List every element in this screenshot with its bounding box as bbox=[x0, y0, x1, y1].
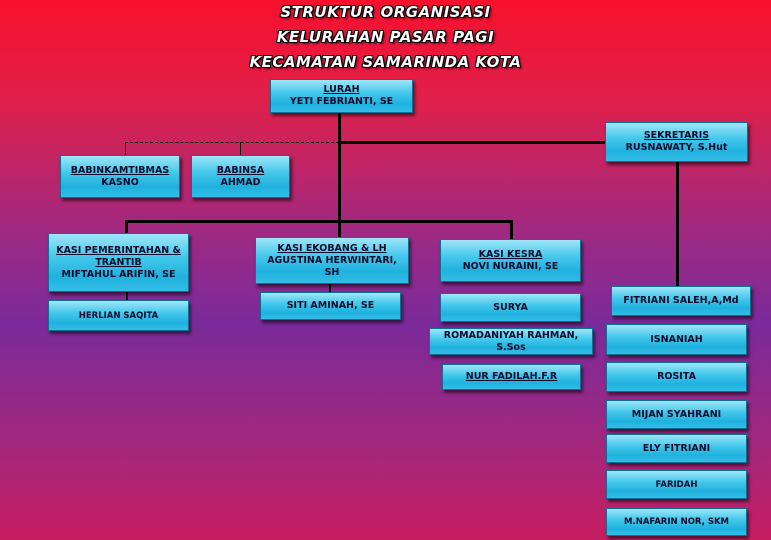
connector-sekretaris-staff bbox=[676, 160, 679, 288]
staff-box: M.NAFARIN NOR, SKM bbox=[606, 508, 747, 536]
staff-box: ROSITA bbox=[606, 362, 747, 392]
staff-box: ROMADANIYAH RAHMAN, S.Sos bbox=[429, 328, 593, 355]
staff-name: SITI AMINAH, SE bbox=[286, 300, 375, 311]
babinkamtibmas-box: BABINKAMTIBMAS KASNO bbox=[60, 155, 180, 198]
lurah-role: LURAH bbox=[323, 84, 360, 95]
kasi-kesra-name: NOVI NURAINI, SE bbox=[462, 260, 559, 272]
kasi-ekobang-box: KASI EKOBANG & LH AGUSTINA HERWINTARI, S… bbox=[255, 237, 409, 284]
staff-box: MIJAN SYAHRANI bbox=[606, 400, 747, 429]
staff-box: ELY FITRIANI bbox=[606, 434, 747, 463]
connector-babinsa bbox=[240, 142, 241, 156]
staff-name: NUR FADILAH.F.R bbox=[465, 371, 558, 382]
kasi-pemerintahan-name: MIFTAHUL ARIFIN, SE bbox=[61, 268, 176, 280]
staff-name: SURYA bbox=[493, 301, 528, 313]
kasi-pemerintahan-role-line1: KASI PEMERINTAHAN & bbox=[56, 244, 181, 256]
staff-box: FITRIANI SALEH,A,Md bbox=[611, 286, 751, 316]
connector-kasi-kesra bbox=[510, 220, 513, 240]
connector-coordination-dashed bbox=[125, 142, 339, 143]
staff-name: ROSITA bbox=[657, 371, 696, 382]
lurah-box: LURAH YETI FEBRIANTI, SE bbox=[270, 79, 413, 113]
sekretaris-box: SEKRETARIS RUSNAWATY, S.Hut bbox=[605, 122, 748, 162]
chart-title-line3: KECAMATAN SAMARINDA KOTA bbox=[249, 53, 522, 71]
staff-name: FARIDAH bbox=[655, 479, 698, 490]
staff-box: SURYA bbox=[440, 293, 581, 322]
babinsa-box: BABINSA AHMAD bbox=[191, 155, 290, 198]
lurah-name: YETI FEBRIANTI, SE bbox=[289, 96, 394, 107]
staff-box: HERLIAN SAQITA bbox=[48, 300, 189, 331]
staff-box: SITI AMINAH, SE bbox=[260, 292, 401, 320]
staff-box: FARIDAH bbox=[606, 470, 747, 499]
kasi-kesra-box: KASI KESRA NOVI NURAINI, SE bbox=[440, 239, 581, 282]
babinsa-name: AHMAD bbox=[220, 176, 261, 188]
staff-box: NUR FADILAH.F.R bbox=[442, 364, 581, 390]
staff-name: HERLIAN SAQITA bbox=[78, 310, 159, 321]
connector-babinkamtibmas bbox=[125, 142, 126, 156]
staff-name: ELY FITRIANI bbox=[642, 442, 711, 454]
kasi-kesra-role: KASI KESRA bbox=[478, 248, 543, 260]
chart-title-line1: STRUKTUR ORGANISASI bbox=[280, 3, 491, 21]
chart-title-line2: KELURAHAN PASAR PAGI bbox=[276, 28, 495, 46]
staff-name: ISNANIAH bbox=[650, 333, 703, 345]
connector-pemerintahan-staff bbox=[126, 292, 128, 301]
connector-kasi-pemerintahan bbox=[125, 220, 128, 235]
staff-name: M.NAFARIN NOR, SKM bbox=[624, 517, 729, 527]
staff-name: ROMADANIYAH RAHMAN, S.Sos bbox=[443, 329, 579, 353]
babinsa-role: BABINSA bbox=[216, 164, 265, 176]
sekretaris-role: SEKRETARIS bbox=[643, 130, 710, 141]
connector-lurah-trunk bbox=[338, 112, 341, 222]
kasi-pemerintahan-role-line2: TRANTIB bbox=[95, 256, 142, 268]
staff-name: FITRIANI SALEH,A,Md bbox=[623, 295, 739, 306]
babinkamtibmas-name: KASNO bbox=[101, 176, 139, 188]
kasi-ekobang-name: AGUSTINA HERWINTARI, SH bbox=[267, 254, 397, 278]
babinkamtibmas-role: BABINKAMTIBMAS bbox=[70, 164, 170, 176]
sekretaris-name: RUSNAWATY, S.Hut bbox=[625, 142, 728, 153]
connector-kasi-ekobang bbox=[338, 220, 341, 238]
connector-lurah-sekretaris bbox=[338, 141, 606, 144]
staff-box: ISNANIAH bbox=[606, 324, 747, 355]
kasi-pemerintahan-box: KASI PEMERINTAHAN & TRANTIB MIFTAHUL ARI… bbox=[48, 233, 189, 292]
staff-name: MIJAN SYAHRANI bbox=[631, 408, 722, 420]
connector-ekobang-staff bbox=[329, 284, 331, 293]
connector-kasi-bar bbox=[125, 220, 513, 223]
kasi-ekobang-role: KASI EKOBANG & LH bbox=[277, 242, 387, 254]
